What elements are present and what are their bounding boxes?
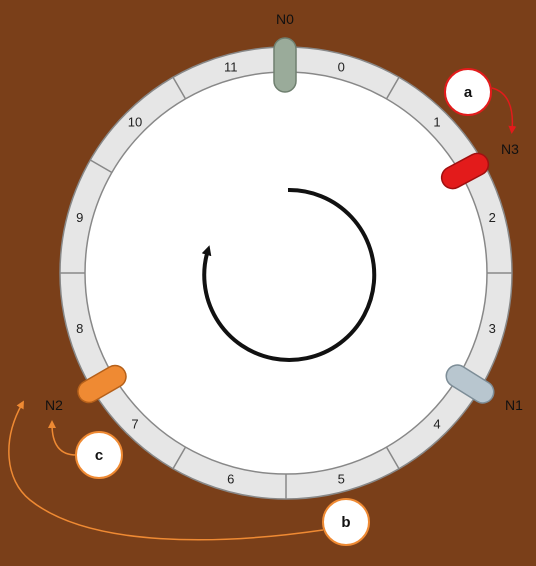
node-n1-marker[interactable] <box>442 361 498 407</box>
segment-label-11: 11 <box>224 59 238 74</box>
segment-label-6: 6 <box>227 472 234 487</box>
segment-divider <box>385 446 400 470</box>
segment-label-7: 7 <box>131 416 138 431</box>
callout-b-circle <box>322 498 370 546</box>
segment-label-3: 3 <box>489 321 496 336</box>
segment-divider <box>172 446 187 470</box>
segment-label-8: 8 <box>76 321 83 336</box>
segment-label-9: 9 <box>76 210 83 225</box>
node-n3-label: N3 <box>501 141 519 157</box>
ring-inner <box>84 71 488 475</box>
callout-a-arrow <box>491 87 517 134</box>
node-n3[interactable]: N3 <box>438 141 519 192</box>
node-n2-marker[interactable] <box>74 361 130 406</box>
node-n0-label: N0 <box>276 11 294 27</box>
node-n2-label: N2 <box>45 397 63 413</box>
segment-divider <box>172 76 187 100</box>
node-n0-marker[interactable] <box>273 37 297 93</box>
rotation-arrow <box>201 187 377 362</box>
callout-a-circle <box>444 68 492 116</box>
node-n0[interactable]: N0 <box>273 11 297 93</box>
node-n1-label: N1 <box>505 397 523 413</box>
callout-c-arrow <box>48 420 77 456</box>
callout-b-letter: b <box>341 514 350 531</box>
segment-label-1: 1 <box>433 115 440 130</box>
segment-label-0: 0 <box>338 59 345 74</box>
callout-a-letter: a <box>464 84 473 101</box>
segment-label-10: 10 <box>128 115 142 130</box>
segment-label-5: 5 <box>338 472 345 487</box>
callout-c-circle <box>75 431 123 479</box>
callout-a: a <box>444 68 517 134</box>
segment-divider <box>89 159 113 174</box>
callout-b-arrow <box>8 400 324 541</box>
segment-label-2: 2 <box>489 210 496 225</box>
node-n2[interactable]: N2 <box>45 361 130 413</box>
segment-divider <box>385 76 400 100</box>
node-n3-marker[interactable] <box>438 150 492 193</box>
callout-b: b <box>8 400 370 546</box>
segment-labels: 0 1 2 3 4 5 6 7 8 9 10 11 <box>76 59 496 486</box>
callout-c-letter: c <box>95 447 103 464</box>
segment-label-4: 4 <box>433 416 440 431</box>
callout-c: c <box>48 420 123 479</box>
node-n1[interactable]: N1 <box>442 361 523 413</box>
